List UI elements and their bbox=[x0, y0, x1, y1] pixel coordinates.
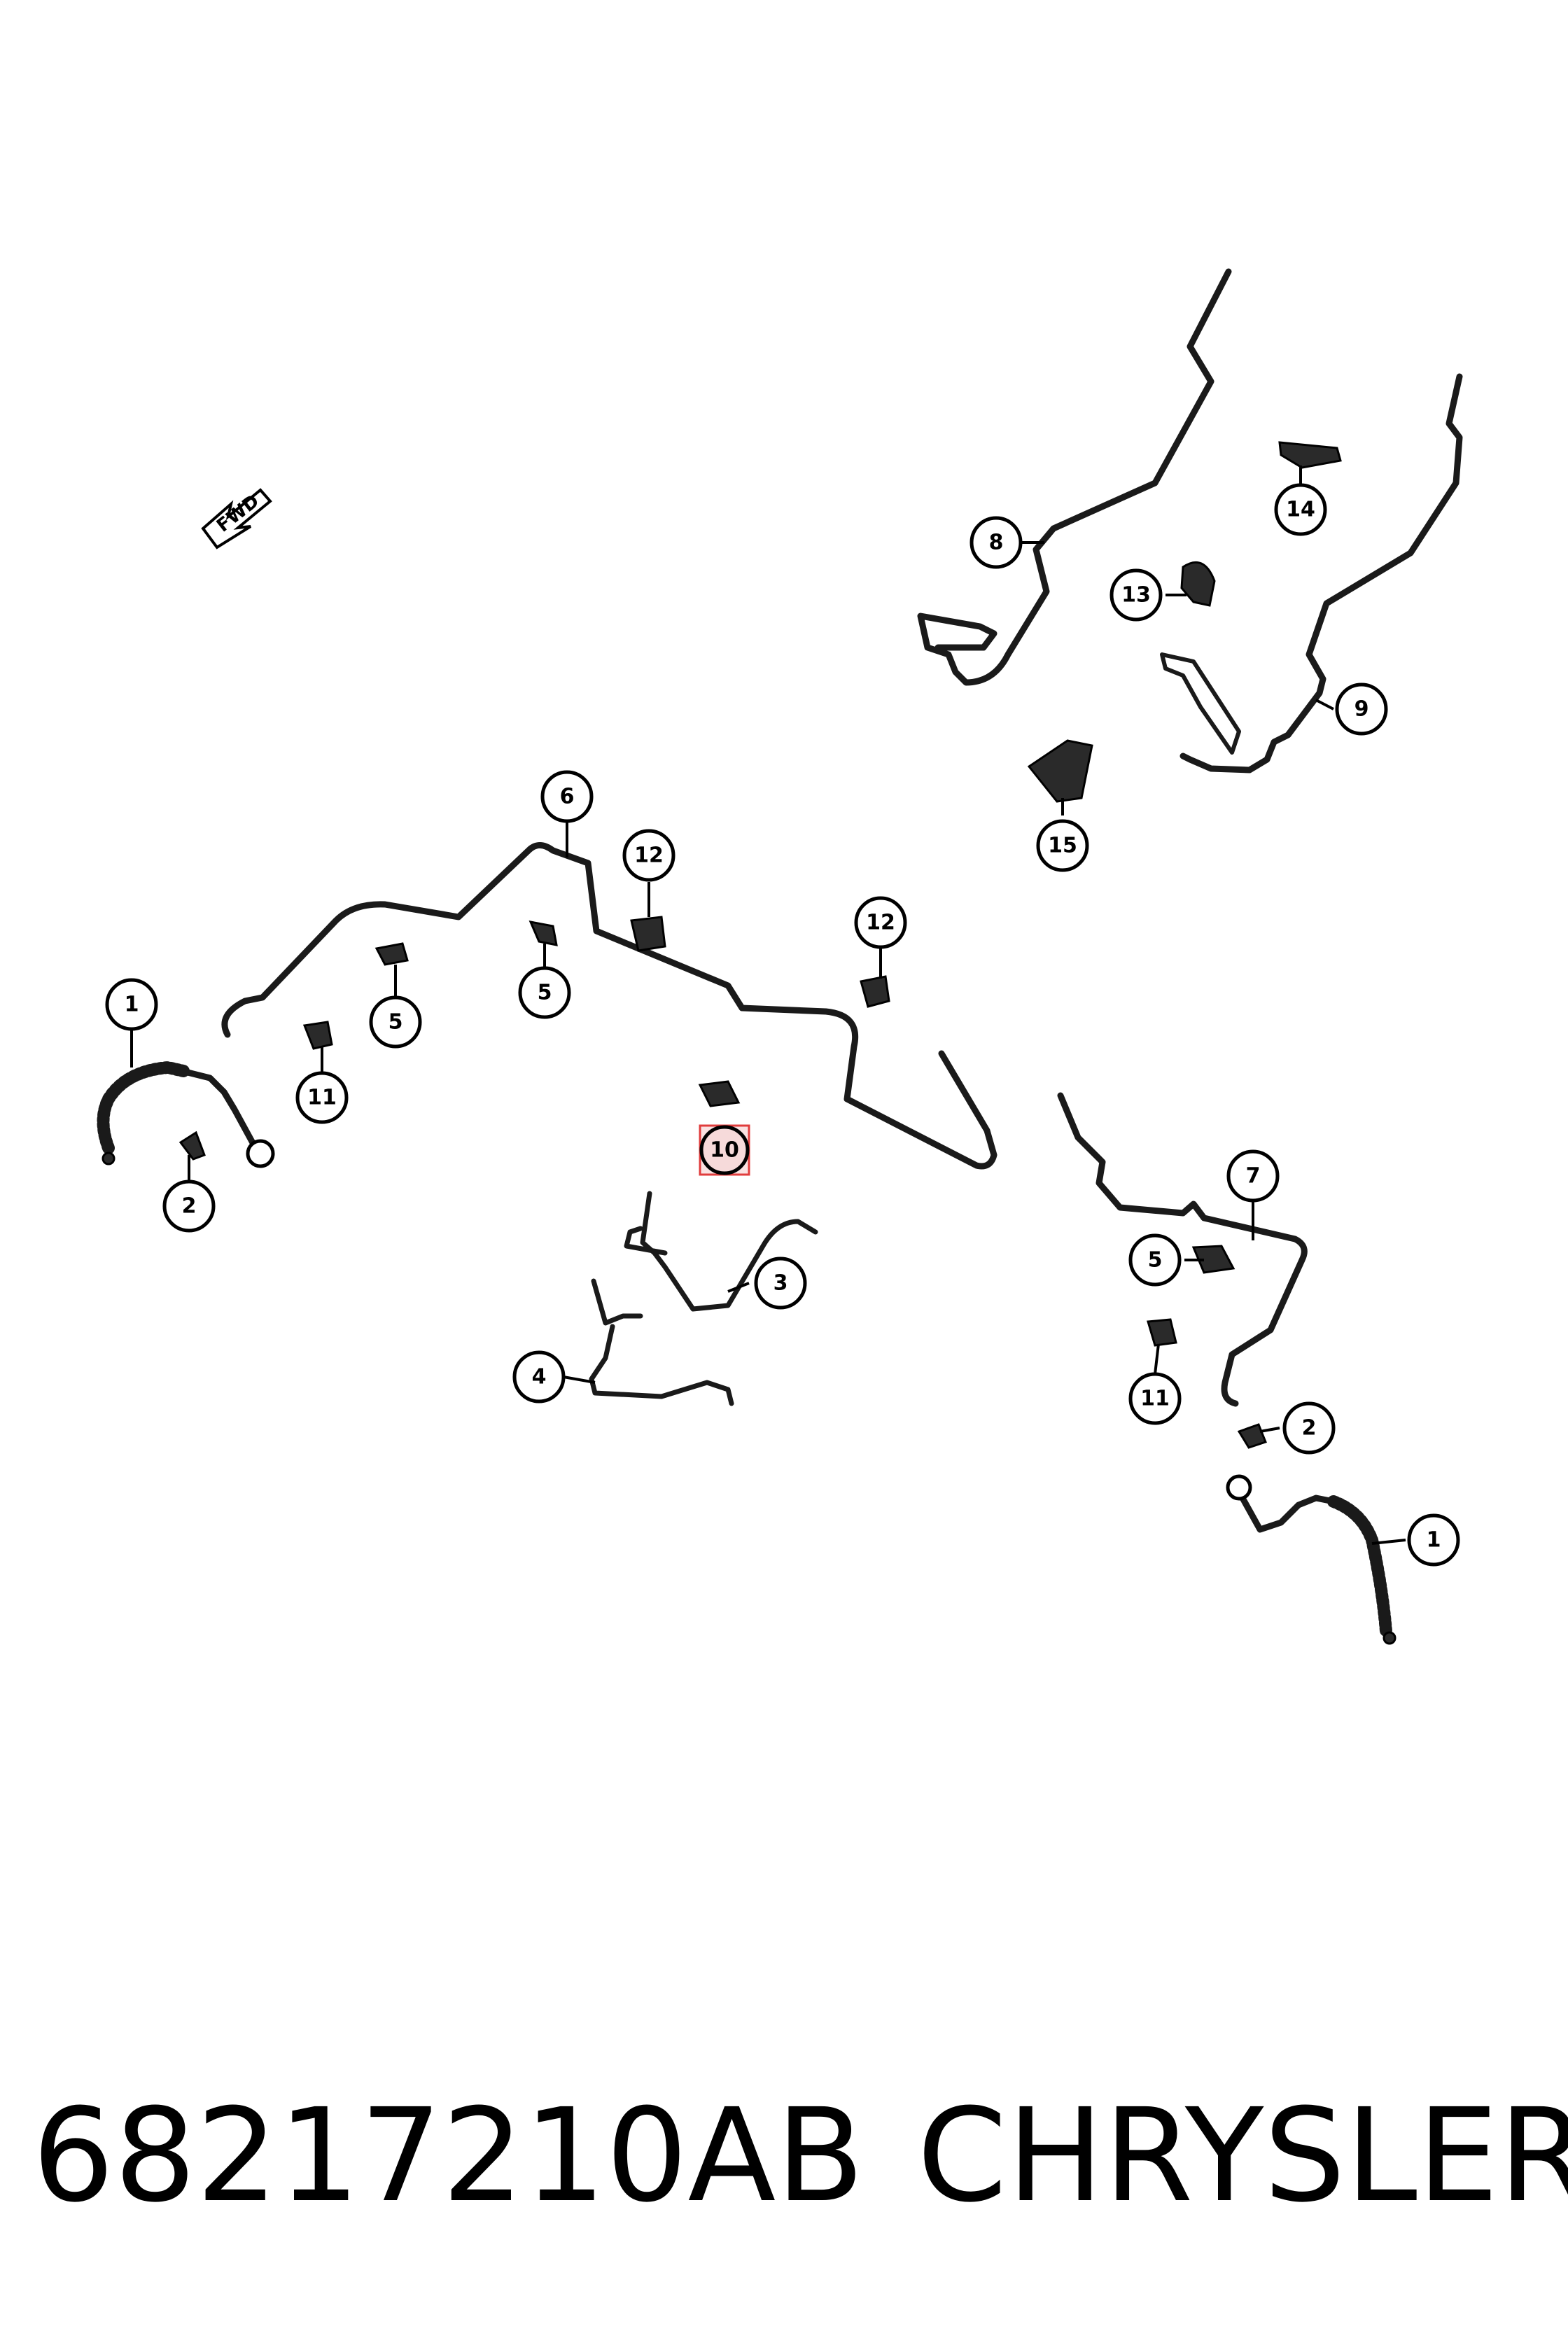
callout-3-label: 3 bbox=[774, 1271, 788, 1296]
brake-line-4 bbox=[589, 1278, 734, 1406]
callout-13-label: 13 bbox=[1121, 583, 1151, 608]
callout-14-label: 14 bbox=[1286, 498, 1315, 522]
callout-12-a-label: 12 bbox=[634, 844, 664, 868]
bracket-5-c bbox=[1191, 1245, 1236, 1274]
shield-15 bbox=[1027, 739, 1093, 803]
callout-8[interactable]: 8 bbox=[969, 516, 1023, 569]
callout-12-a[interactable]: 12 bbox=[622, 829, 676, 882]
callout-5-a-label: 5 bbox=[388, 1010, 403, 1035]
callout-13[interactable]: 13 bbox=[1110, 568, 1163, 622]
callout-12-b-label: 12 bbox=[866, 911, 895, 935]
hose-end-right bbox=[1382, 1631, 1396, 1645]
bracket-11-a bbox=[302, 1021, 333, 1050]
callout-1-right[interactable]: 1 bbox=[1407, 1513, 1460, 1567]
callout-6-label: 6 bbox=[560, 785, 575, 809]
brake-line-3 bbox=[624, 1191, 818, 1312]
caliper-fitting-left bbox=[246, 1139, 275, 1168]
callout-12-b[interactable]: 12 bbox=[854, 896, 907, 949]
brake-line-7 bbox=[1057, 1092, 1308, 1407]
clip-2-right bbox=[1237, 1423, 1267, 1449]
callout-1-left[interactable]: 1 bbox=[105, 978, 158, 1031]
callout-9[interactable]: 9 bbox=[1335, 682, 1388, 736]
hose-1-left-fitting bbox=[178, 1068, 259, 1152]
callout-11-a-label: 11 bbox=[307, 1086, 337, 1110]
callout-7-label: 7 bbox=[1246, 1164, 1261, 1189]
hose-1-right-fitting bbox=[1239, 1494, 1337, 1533]
brake-line-9-bracket bbox=[1160, 652, 1241, 755]
callout-2-right-label: 2 bbox=[1302, 1416, 1317, 1441]
brake-hose-1-right bbox=[1327, 1495, 1392, 1637]
brake-line-8 bbox=[917, 268, 1232, 686]
callout-5-c[interactable]: 5 bbox=[1128, 1233, 1182, 1287]
callout-11-b-label: 11 bbox=[1140, 1387, 1170, 1411]
callout-8-label: 8 bbox=[989, 531, 1004, 555]
brake-line-9 bbox=[1180, 373, 1463, 774]
callout-11-b[interactable]: 11 bbox=[1128, 1372, 1182, 1425]
hose-end-left bbox=[102, 1152, 115, 1166]
callout-2-right[interactable]: 2 bbox=[1282, 1401, 1336, 1455]
bracket-13 bbox=[1180, 561, 1216, 607]
spring-clip-10 bbox=[698, 1080, 741, 1107]
callout-14[interactable]: 14 bbox=[1274, 483, 1327, 536]
callout-11-a[interactable]: 11 bbox=[295, 1071, 349, 1124]
bracket-11-b bbox=[1147, 1318, 1177, 1347]
leader-lines bbox=[130, 465, 1406, 1545]
brake-line-6 bbox=[221, 842, 997, 1170]
part-number: 68217210AB bbox=[32, 2081, 864, 2231]
callout-2-left-label: 2 bbox=[182, 1194, 197, 1219]
callout-15[interactable]: 15 bbox=[1036, 819, 1089, 872]
brake-hose-1-left bbox=[97, 1060, 190, 1154]
callout-3[interactable]: 3 bbox=[754, 1256, 807, 1310]
callout-9-label: 9 bbox=[1354, 697, 1369, 722]
clip-2-left bbox=[178, 1130, 206, 1161]
bracket-12-b bbox=[860, 975, 890, 1008]
callout-6[interactable]: 6 bbox=[540, 770, 594, 823]
callout-10[interactable]: 10 bbox=[699, 1125, 750, 1175]
manufacturer: CHRYSLER bbox=[917, 2081, 1568, 2231]
callout-1-right-label: 1 bbox=[1427, 1528, 1441, 1553]
footer: 68217210AB CHRYSLER bbox=[28, 2072, 1568, 2240]
callout-5-b-label: 5 bbox=[538, 981, 552, 1005]
callout-2-left[interactable]: 2 bbox=[162, 1180, 216, 1233]
callout-5-c-label: 5 bbox=[1148, 1248, 1163, 1273]
callout-10-label: 10 bbox=[710, 1138, 739, 1163]
caliper-fitting-right bbox=[1226, 1474, 1252, 1501]
callout-5-b[interactable]: 5 bbox=[518, 966, 571, 1019]
callout-4-label: 4 bbox=[532, 1365, 547, 1390]
callout-15-label: 15 bbox=[1048, 834, 1077, 858]
bracket-12-a bbox=[630, 916, 666, 952]
bracket-5-a bbox=[374, 942, 409, 966]
callout-4[interactable]: 4 bbox=[512, 1350, 566, 1404]
callout-7[interactable]: 7 bbox=[1226, 1149, 1280, 1203]
callout-1-left-label: 1 bbox=[125, 993, 139, 1017]
bracket-5-b bbox=[528, 920, 558, 946]
callout-5-a[interactable]: 5 bbox=[369, 995, 422, 1049]
bracket-14 bbox=[1278, 441, 1342, 469]
fwd-arrow-icon: FWD bbox=[201, 488, 272, 550]
